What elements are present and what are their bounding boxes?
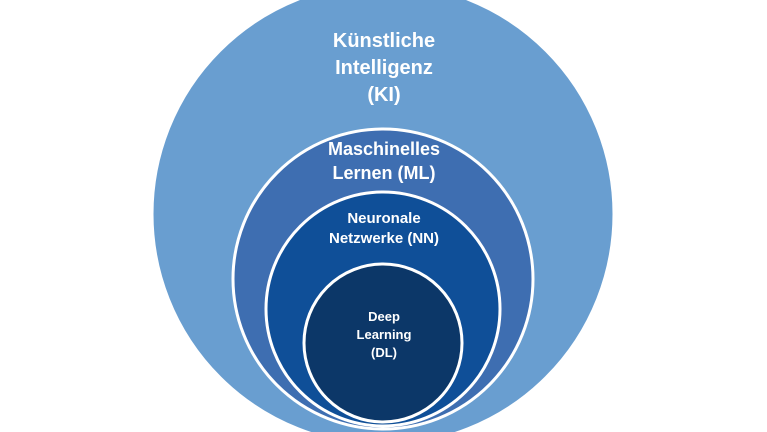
label-nn-line-1: Neuronale (347, 210, 421, 227)
label-nn-line-2: Netzwerke (NN) (328, 230, 440, 247)
label-kuenstliche-intelligenz: Künstliche Intelligenz (KI) (284, 28, 484, 109)
label-ki-line-2: Intelligenz (335, 57, 433, 79)
label-ki-line-1: Künstliche (332, 30, 436, 52)
label-maschinelles-lernen: Maschinelles Lernen (ML) (284, 137, 484, 185)
label-deep-learning: Deep Learning (DL) (314, 308, 454, 362)
label-ml-line-2: Lernen (ML) (332, 163, 436, 183)
label-dl-line-1: Deep (368, 309, 400, 324)
label-neuronale-netzwerke: Neuronale Netzwerke (NN) (294, 209, 474, 249)
circle-deep-learning (302, 262, 464, 424)
label-ki-line-3: (KI) (367, 84, 401, 106)
label-dl-line-2: Learning (356, 327, 412, 342)
label-dl-line-3: (DL) (371, 345, 397, 360)
label-ml-line-1: Maschinelles (327, 139, 441, 159)
